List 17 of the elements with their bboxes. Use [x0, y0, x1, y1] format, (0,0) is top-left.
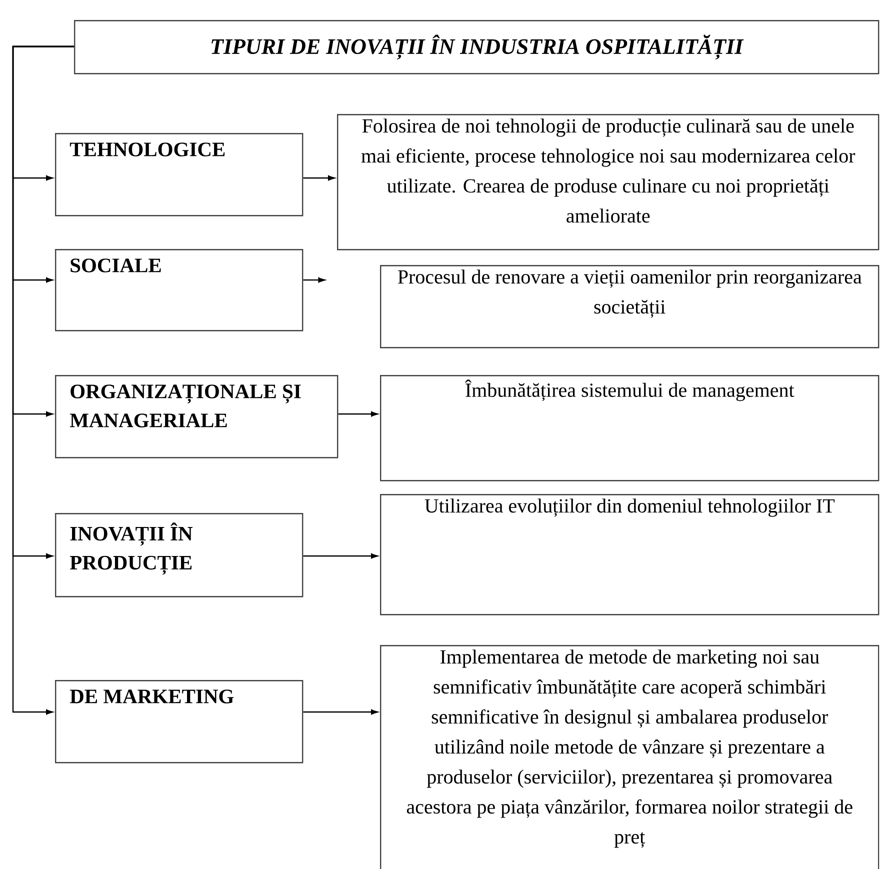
description-box: Implementarea de metode de marketing noi sau semnificativ îmbunătățite care acoperă schimbări semnificative în designul și ambalarea produselor utilizând noile metode de vânzare și prezentare a produselor (serviciilor), prezentarea și promovarea acestora pe piața vânzărilor, formarea noilor strategii de preț — [380, 645, 880, 869]
title-box: TIPURI DE INOVAȚII ÎN INDUSTRIA OSPITALITĂȚII — [74, 20, 880, 74]
category-box: INOVAȚII ÎN PRODUCȚIE — [55, 513, 304, 598]
description-box: Utilizarea evoluțiilor din domeniul tehnologiilor IT — [380, 494, 880, 616]
arrow — [303, 709, 378, 715]
category-box: DE MARKETING — [55, 680, 304, 764]
arrow — [12, 46, 74, 715]
arrow — [303, 553, 378, 559]
category-box: ORGANIZAȚIONALE ȘI MANAGERIALE — [55, 375, 338, 458]
category-box: TEHNOLOGICE — [55, 133, 304, 216]
description-box: Îmbunătățirea sistemului de management — [380, 375, 880, 482]
arrow — [338, 411, 378, 417]
arrow — [303, 175, 335, 181]
description-box: Procesul de renovare a vieții oamenilor prin reorganizarea societății — [380, 265, 880, 348]
description-box: Folosirea de noi tehnologii de producție culinară sau de unele mai eficiente, procese tehnologice noi sau modernizarea celor utilizate. Crearea de produse culinare cu noi proprietăți ameliorate — [337, 114, 880, 250]
arrow — [303, 277, 326, 283]
category-box: SOCIALE — [55, 249, 304, 332]
